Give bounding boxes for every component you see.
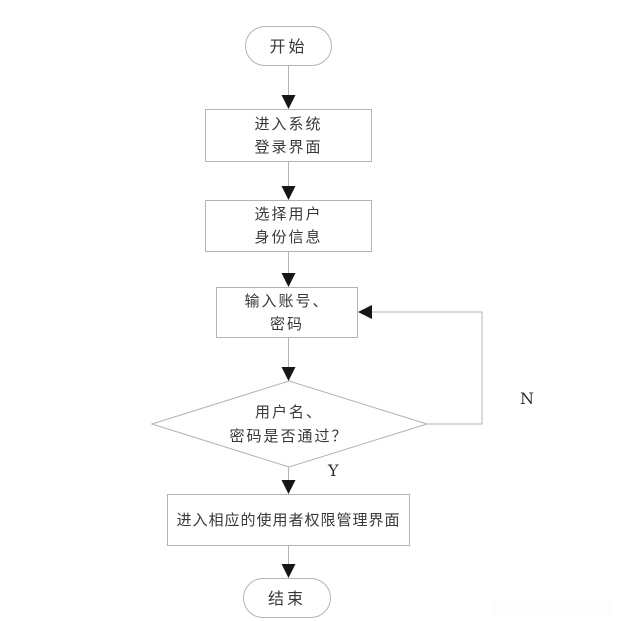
edge-label-yes: Y xyxy=(328,461,339,480)
process-enter-login: 进入系统 登录界面 xyxy=(205,109,372,162)
node-label: 开始 xyxy=(269,36,308,56)
process-input-account: 输入账号、 密码 xyxy=(216,287,358,338)
process-select-identity: 选择用户 身份信息 xyxy=(205,200,372,252)
node-label-line2: 密码是否通过？ xyxy=(229,427,349,445)
node-label-line2: 登录界面 xyxy=(254,137,323,156)
edge-decision-no-loop xyxy=(358,305,483,425)
decision-verify-label: 用户名、 密码是否通过？ xyxy=(170,396,408,452)
edge-label-no: N xyxy=(520,389,534,408)
edge-identity-to-input xyxy=(281,252,296,287)
process-enter-admin: 进入相应的使用者权限管理界面 xyxy=(167,494,410,546)
watermark-strip xyxy=(494,600,613,616)
node-label: 结束 xyxy=(267,588,306,608)
edge-admin-to-end xyxy=(281,546,296,578)
terminator-start: 开始 xyxy=(245,26,332,66)
edge-decision-yes xyxy=(281,467,296,494)
node-label-line1: 用户名、 xyxy=(254,403,323,421)
edge-login-to-identity xyxy=(281,162,296,200)
node-label-line1: 输入账号、 xyxy=(244,291,330,310)
node-label-line1: 选择用户 xyxy=(254,205,323,223)
terminator-end: 结束 xyxy=(243,578,331,618)
node-label-line1: 进入系统 xyxy=(254,114,323,133)
node-label-line2: 身份信息 xyxy=(254,228,323,246)
edge-start-to-login xyxy=(281,66,296,109)
edge-input-to-decision xyxy=(281,338,296,381)
node-label-line2: 密码 xyxy=(269,314,304,333)
node-label: 进入相应的使用者权限管理界面 xyxy=(176,510,401,529)
